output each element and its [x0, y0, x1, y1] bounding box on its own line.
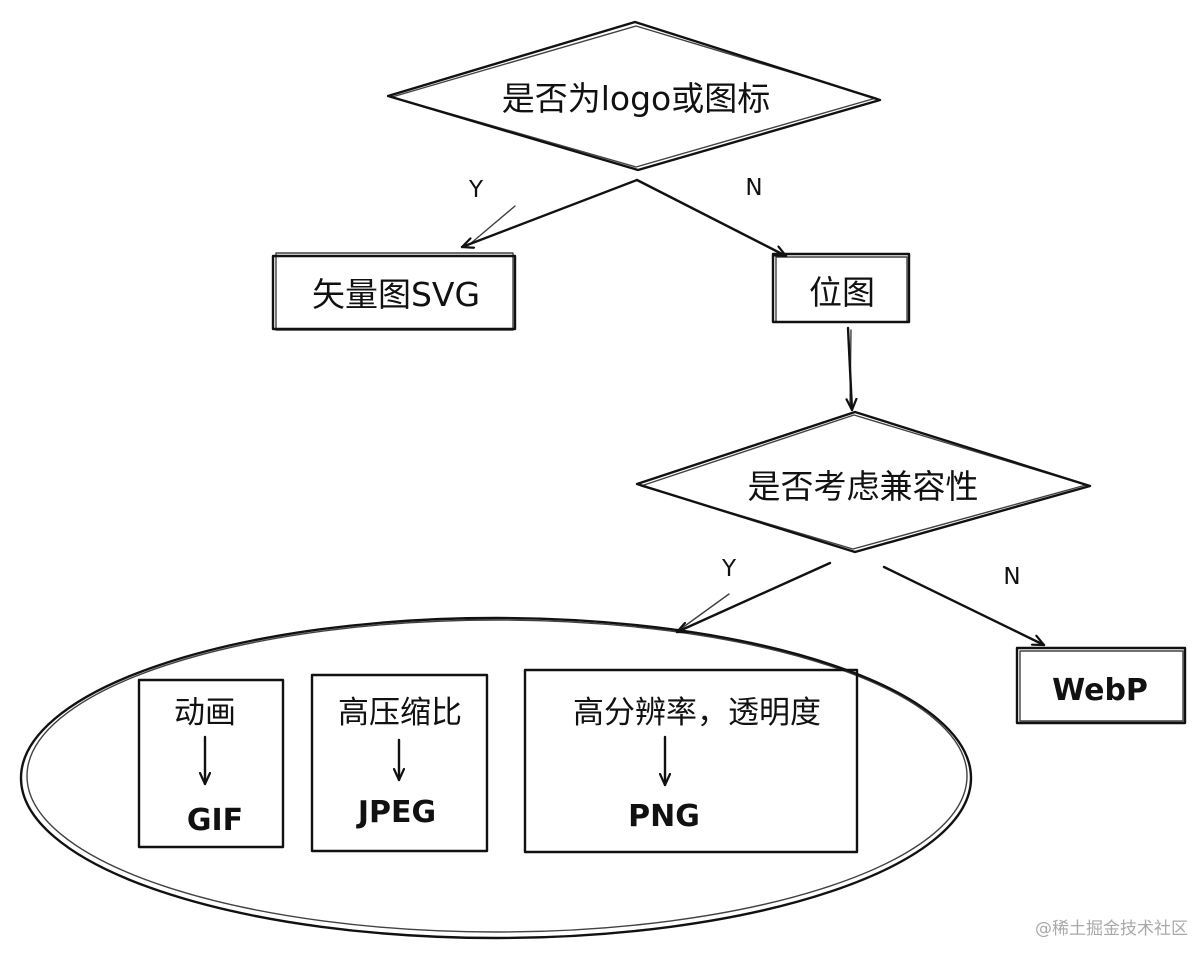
- group-item-animation: 动画 GIF: [137, 678, 285, 849]
- group-compatible-formats: 动画 GIF 高压缩比 JPEG 高分辨率，透明度 PNG: [19, 616, 973, 940]
- node-webp: WebP: [1015, 646, 1187, 725]
- decision-compat-label: 是否考虑兼容性: [748, 467, 979, 506]
- decision-is-logo-label: 是否为logo或图标: [502, 79, 771, 118]
- group-item-animation-label: 动画: [174, 695, 236, 731]
- label-logo-no: N: [745, 175, 762, 201]
- group-ellipse: [19, 616, 973, 940]
- arrow-logo-no: [635, 178, 788, 258]
- group-item-animation-box: [137, 678, 285, 849]
- node-webp-label: WebP: [1052, 673, 1148, 708]
- group-ellipse-sketch: [26, 619, 968, 933]
- node-raster-box-sketch: [775, 256, 908, 323]
- node-raster-label: 位图: [809, 273, 875, 312]
- group-item-high-compression-format: JPEG: [356, 795, 436, 830]
- node-vector-svg-box-sketch: [275, 252, 514, 331]
- watermark: @稀土掘金技术社区: [1035, 919, 1188, 939]
- node-vector-svg-box: [271, 254, 517, 331]
- arrow-compat-yes: [675, 561, 832, 634]
- group-item-high-res-label: 高分辨率，透明度: [573, 695, 821, 731]
- arrow-compat-yes-sketch: [681, 593, 730, 629]
- decision-is-logo-shape: [386, 20, 882, 172]
- decision-compat: 是否考虑兼容性: [635, 410, 1092, 554]
- arrow-logo-yes: [460, 178, 639, 247]
- arrow-logo-yes-sketch: [469, 205, 516, 245]
- group-item-high-res-box: [523, 668, 859, 854]
- decision-compat-shape: [635, 410, 1092, 554]
- decision-is-logo: 是否为logo或图标: [386, 20, 882, 172]
- label-logo-yes: Y: [468, 177, 484, 203]
- group-item-high-compression: 高压缩比 JPEG: [310, 673, 489, 853]
- group-item-animation-format: GIF: [187, 803, 243, 838]
- node-vector-svg: 矢量图SVG: [271, 252, 517, 331]
- decision-is-logo-sketch: [391, 25, 877, 168]
- arrow-compat-no: [882, 565, 1046, 647]
- group-item-high-res-format: PNG: [628, 799, 700, 834]
- label-compat-yes: Y: [721, 556, 737, 582]
- group-item-high-res: 高分辨率，透明度 PNG: [523, 668, 859, 854]
- node-vector-svg-label: 矢量图SVG: [312, 275, 480, 314]
- node-raster: 位图: [771, 252, 911, 324]
- node-webp-box: [1015, 646, 1187, 725]
- group-item-high-compression-box: [310, 673, 489, 853]
- arrow-raster-to-compat-sketch: [849, 329, 852, 406]
- node-webp-box-sketch: [1019, 650, 1184, 722]
- group-item-high-compression-label: 高压缩比: [338, 695, 462, 731]
- decision-compat-sketch: [640, 414, 1087, 550]
- label-compat-no: N: [1003, 564, 1020, 590]
